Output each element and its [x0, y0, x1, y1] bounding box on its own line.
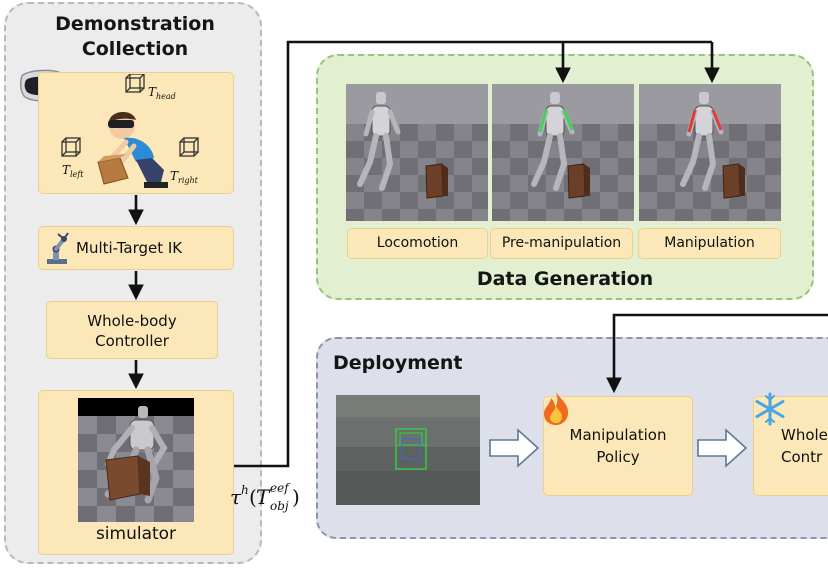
right-frame-label: T: [170, 169, 179, 183]
stage-label-0: Locomotion: [347, 228, 488, 259]
multi-target-ik-box: [38, 226, 234, 270]
stage-thumbnail-0: [346, 84, 488, 221]
deployment-title: Deployment: [333, 352, 463, 374]
box-object-icon: [722, 163, 745, 199]
data-to-policy-line: [606, 313, 828, 394]
whole-body-controller-box: [46, 301, 218, 359]
head-frame-label: T: [148, 85, 157, 99]
left-frame-icon: [61, 137, 81, 157]
left-frame-label: T: [62, 163, 71, 177]
multi-target-ik-label: Multi-Target IK: [76, 239, 183, 257]
humanoid-robot-icon: [680, 92, 724, 191]
humanoid-robot-icon: [357, 92, 401, 191]
svg-text:h: h: [241, 483, 249, 497]
left-frame-subscript: left: [70, 170, 84, 179]
simulator-image: [78, 398, 194, 522]
data-generation-title: Data Generation: [476, 268, 654, 290]
svg-text:obj: obj: [270, 499, 289, 513]
box-object-icon: [105, 455, 150, 501]
simulator-to-data-generation-line: [234, 40, 720, 468]
hollow-flow-arrows: [489, 428, 748, 468]
trajectory-formula: τ h ( T eef obj ): [230, 481, 300, 513]
svg-text:τ: τ: [230, 485, 242, 509]
deployment-whole-body-controller-label: Whole Contr: [781, 426, 828, 466]
fire-icon: [544, 392, 569, 425]
stage-thumbnail-1: [492, 84, 634, 221]
whole-body-controller-label: Whole-body Controller: [87, 312, 177, 350]
teleop-illustration: T head T left T right: [61, 74, 199, 188]
head-frame-subscript: head: [156, 92, 176, 101]
right-frame-icon: [179, 137, 199, 157]
head-frame-icon: [125, 74, 145, 93]
demonstration-collection-title: Demonstration Collection: [55, 13, 215, 60]
svg-text:T: T: [256, 485, 271, 509]
robot-arm-icon: [47, 232, 69, 264]
manipulation-policy-label: Manipulation Policy: [569, 426, 667, 466]
svg-text:(: (: [249, 485, 257, 509]
person-carrying-box-icon: [97, 111, 168, 188]
box-object-icon: [425, 163, 448, 199]
deployment-camera-image: [336, 395, 480, 505]
svg-text:): ): [292, 485, 300, 509]
simulator-label: simulator: [95, 524, 177, 544]
detected-object-bbox: [395, 428, 427, 470]
svg-text:eef: eef: [270, 481, 291, 495]
stage-label-1: Pre-manipulation: [490, 228, 633, 259]
stage-label-2: Manipulation: [638, 228, 781, 259]
right-frame-subscript: right: [178, 176, 199, 185]
box-object-icon: [567, 163, 590, 199]
snowflake-icon: [755, 392, 785, 426]
stage-thumbnail-2: [639, 84, 781, 221]
humanoid-robot-icon: [531, 92, 575, 191]
